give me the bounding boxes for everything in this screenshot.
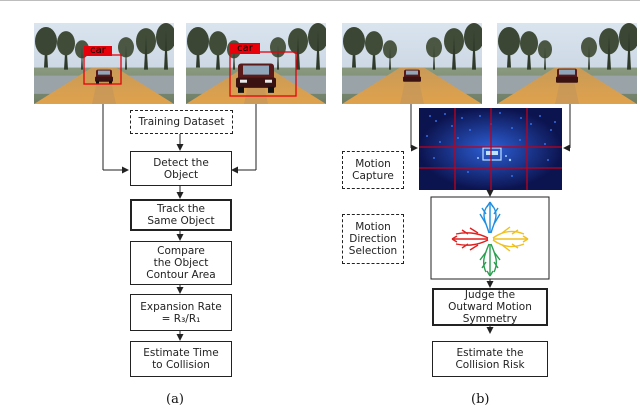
caption-b-text: (b)	[471, 392, 490, 407]
down-arrow-cluster	[479, 243, 501, 277]
estimate-risk-box: Estimate the Collision Risk	[432, 341, 548, 377]
car-label-2: car	[230, 43, 260, 54]
motion-direction-image	[430, 196, 550, 280]
estimate-risk-label: Estimate the Collision Risk	[455, 347, 525, 371]
judge-symmetry-box: Judge the Outward Motion Symmetry	[432, 288, 548, 326]
large-car	[236, 63, 276, 93]
estimate-time-box: Estimate Time to Collision	[130, 341, 232, 377]
bounding-box-2	[229, 51, 297, 97]
scene-image-a1	[34, 23, 174, 104]
small-car	[95, 69, 113, 84]
label-tag-2	[230, 43, 260, 54]
connectors-a	[102, 104, 257, 341]
training-dataset-box: Training Dataset	[130, 110, 233, 134]
right-arrow-cluster	[492, 226, 529, 252]
expansion-rate-box: Expansion Rate = R₃/R₁	[130, 294, 232, 331]
motion-direction-box: Motion Direction Selection	[342, 214, 404, 264]
left-arrow-cluster	[451, 227, 489, 251]
top-rule	[0, 0, 640, 1]
estimate-time-label: Estimate Time to Collision	[143, 347, 219, 371]
expansion-rate-label: Expansion Rate = R₃/R₁	[140, 300, 222, 325]
motion-direction-label: Motion Direction Selection	[348, 221, 398, 257]
compare-contour-box: Compare the Object Contour Area	[130, 241, 232, 285]
caption-a: (a)	[166, 392, 184, 407]
motion-capture-label: Motion Capture	[352, 158, 394, 182]
scene-image-b1	[342, 23, 482, 104]
motion-capture-image	[419, 108, 562, 190]
up-arrow-cluster	[479, 201, 501, 234]
car-label-1-text: car	[90, 45, 106, 56]
scene-image-a2	[186, 23, 326, 104]
caption-a-text: (a)	[166, 392, 184, 407]
caption-b: (b)	[471, 392, 489, 407]
motion-capture-box: Motion Capture	[342, 151, 404, 189]
scene-image-b2	[497, 23, 637, 104]
car-label-2-text: car	[237, 43, 253, 54]
training-dataset-label: Training Dataset	[138, 116, 225, 128]
car-label-1: car	[84, 45, 112, 56]
track-object-label: Track the Same Object	[147, 203, 215, 227]
judge-symmetry-label: Judge the Outward Motion Symmetry	[448, 289, 532, 325]
label-tag-1	[84, 46, 112, 56]
detect-object-box: Detect the Object	[130, 151, 232, 186]
compare-contour-label: Compare the Object Contour Area	[146, 245, 216, 281]
track-object-box: Track the Same Object	[130, 199, 232, 231]
connectors-b	[410, 104, 571, 334]
detect-object-label: Detect the Object	[153, 156, 209, 181]
